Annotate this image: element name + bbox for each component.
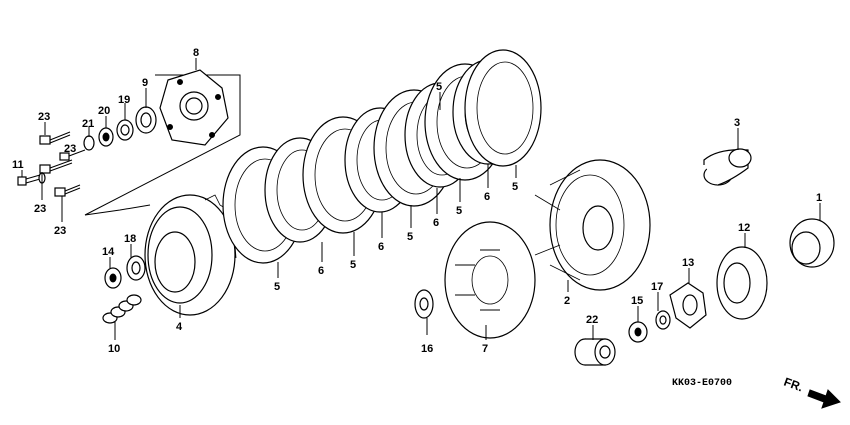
leader-lines	[21, 58, 821, 340]
fr-label: FR.	[782, 375, 805, 395]
callout-labels: 8 9 19 20 21 23 23 23 23 11 14 18 4 10 5…	[12, 47, 822, 355]
part-23-bolt-c	[59, 149, 86, 161]
part-9-bearing	[135, 106, 157, 134]
diagram-code: KK03-E0700	[672, 378, 732, 389]
part-3-collar	[703, 148, 752, 186]
label-5: 5	[512, 181, 518, 193]
label-18: 18	[124, 233, 136, 245]
label-5: 5	[274, 281, 280, 293]
label-17: 17	[651, 281, 663, 293]
part-10-springs	[102, 294, 142, 324]
label-14: 14	[102, 246, 115, 258]
label-12: 12	[738, 222, 750, 234]
front-direction-indicator: FR.	[782, 375, 841, 409]
label-23: 23	[54, 225, 66, 237]
label-19: 19	[118, 94, 130, 106]
label-2: 2	[564, 295, 570, 307]
label-23: 23	[34, 203, 46, 215]
part-19-washer	[116, 119, 134, 141]
part-15-nut	[628, 321, 648, 343]
part-23-bolt-a	[39, 131, 71, 145]
label-1: 1	[816, 192, 822, 204]
label-15: 15	[631, 295, 643, 307]
label-5: 5	[407, 231, 413, 243]
part-22-bearing	[574, 338, 616, 366]
label-6: 6	[433, 217, 439, 229]
label-16: 16	[421, 343, 433, 355]
part-1-needle-bearing	[789, 218, 835, 268]
label-23: 23	[38, 111, 50, 123]
label-13: 13	[682, 257, 694, 269]
label-6: 6	[484, 191, 490, 203]
label-23: 23	[64, 143, 76, 155]
label-3: 3	[734, 117, 740, 129]
part-14-nut	[104, 267, 122, 289]
part-20-nut	[98, 127, 114, 147]
part-2-clutch-center	[534, 159, 651, 291]
label-21: 21	[82, 118, 94, 130]
part-21-washer	[83, 135, 95, 151]
label-5: 5	[456, 205, 462, 217]
label-4: 4	[176, 321, 183, 333]
label-5: 5	[436, 81, 442, 93]
part-16-washer	[414, 289, 434, 319]
arrow-right-icon	[807, 389, 841, 409]
label-6: 6	[378, 241, 384, 253]
label-11: 11	[12, 159, 24, 171]
part-12-gear	[716, 246, 768, 320]
label-20: 20	[98, 105, 110, 117]
part-7-pressure-plate	[444, 221, 536, 339]
part-23-bolt-b	[39, 159, 73, 174]
part-13-plate	[669, 282, 707, 329]
part-5-friction-disc-e	[464, 49, 542, 167]
part-4-clutch-outer	[144, 194, 237, 316]
part-8-lifter-plate	[159, 69, 229, 146]
label-7: 7	[482, 343, 488, 355]
part-23-bolt-d	[54, 184, 81, 197]
label-10: 10	[108, 343, 120, 355]
label-22: 22	[586, 314, 598, 326]
part-17-washer	[655, 310, 671, 330]
label-9: 9	[142, 77, 148, 89]
part-18-washer	[126, 255, 146, 281]
label-8: 8	[193, 47, 199, 59]
label-6: 6	[318, 265, 324, 277]
label-5: 5	[350, 259, 356, 271]
